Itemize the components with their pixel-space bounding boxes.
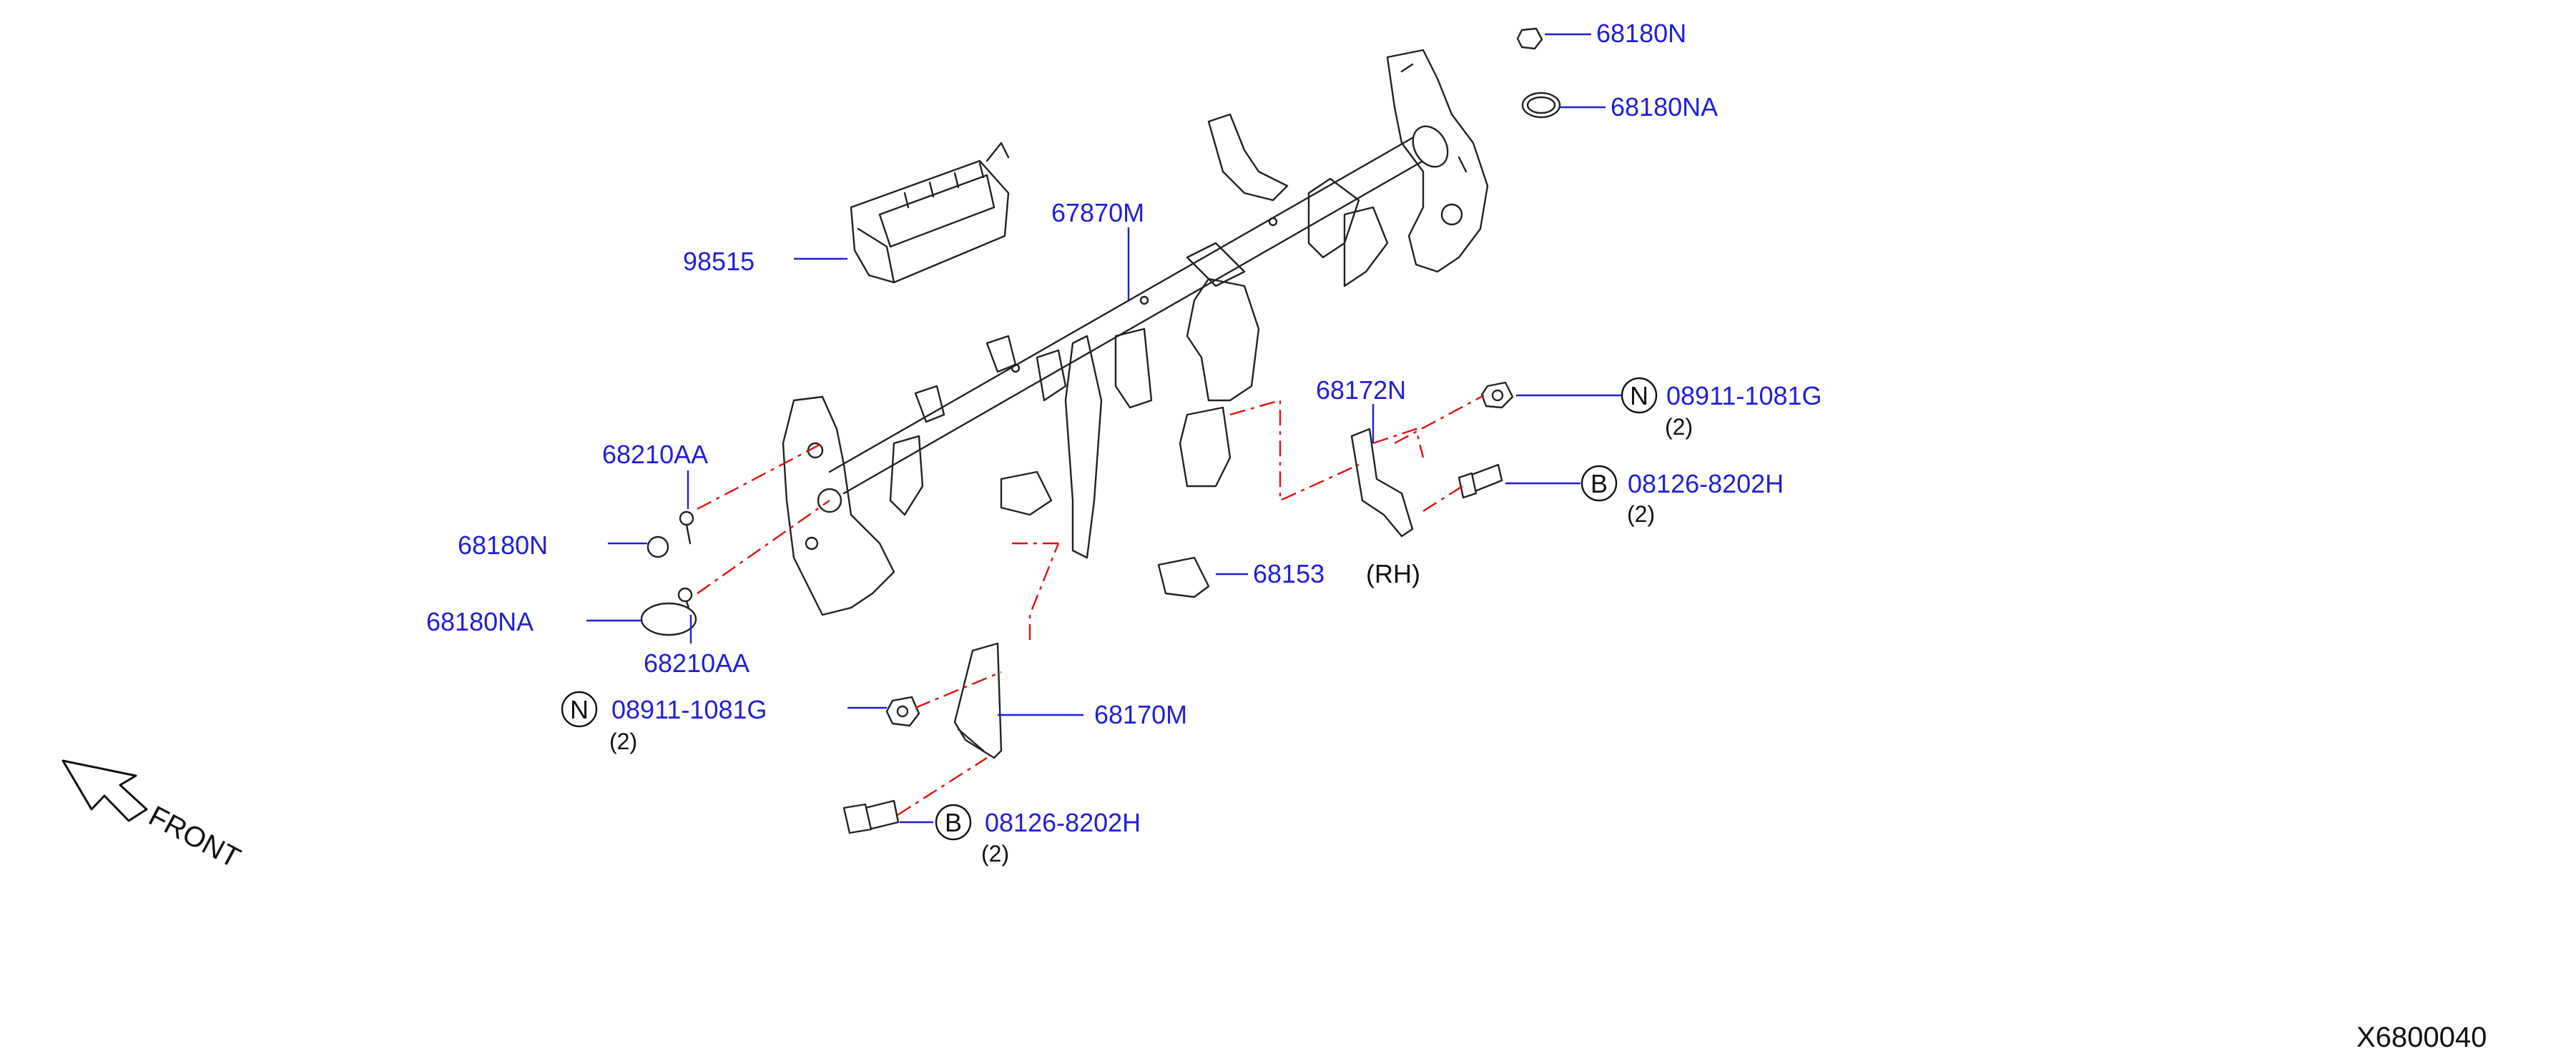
diagram-code: X6800040 xyxy=(2356,1022,2487,1053)
fastener-symbol: B xyxy=(945,808,962,837)
callout-68172N: 68172N xyxy=(1316,375,1406,405)
callout-68170M: 68170M xyxy=(1094,700,1187,729)
cap-68180NA-left-part xyxy=(640,602,697,636)
symbol-b-circle xyxy=(1580,465,1618,502)
callout-68180N: 68180N xyxy=(1596,19,1686,48)
fastener-bolt-left: B 08126-8202H (2) xyxy=(935,804,1141,867)
symbol-n-circle xyxy=(561,691,598,728)
airbag-module-98515 xyxy=(850,142,1010,284)
symbol-n-circle xyxy=(1621,377,1658,414)
nut-left-partial-part xyxy=(647,536,669,558)
callout-68180N-left: 68180N xyxy=(458,530,548,560)
bracket-68172N-part xyxy=(1350,428,1414,538)
fastener-qty: (2) xyxy=(609,729,637,754)
front-arrow-icon xyxy=(62,759,148,822)
cap-68180NA-top-part xyxy=(1521,92,1561,119)
fastener-symbol: N xyxy=(570,695,589,724)
side-note-rh: (RH) xyxy=(1366,559,1420,588)
fastener-nut-right: N 08911-1081G (2) xyxy=(1621,377,1822,440)
fastener-part-number: 08126-8202H xyxy=(1628,469,1784,498)
nut-68180N-part xyxy=(1516,27,1543,50)
bolt-left-part xyxy=(842,799,900,834)
callout-68180NA-top: 68180NA xyxy=(1611,92,1718,122)
bracket-68170M-part xyxy=(953,642,1003,759)
fastener-part-number: 08911-1081G xyxy=(611,695,767,724)
bracket-68153-part xyxy=(1157,556,1210,598)
bolt-right-part xyxy=(1457,463,1503,499)
callout-68210AA-bottom: 68210AA xyxy=(644,648,749,678)
front-label: FRONT xyxy=(144,800,245,874)
fastener-nut-left: N 08911-1081G (2) xyxy=(561,691,767,754)
callout-67870M: 67870M xyxy=(1051,198,1144,227)
callout-98515: 98515 xyxy=(683,247,754,276)
symbol-b-circle xyxy=(935,804,972,841)
fastener-part-number: 08911-1081G xyxy=(1666,381,1822,410)
assembly-lines xyxy=(697,394,1485,816)
fastener-symbol: N xyxy=(1630,381,1648,410)
leader-lines xyxy=(586,33,1623,824)
fastener-qty: (2) xyxy=(1665,414,1693,440)
callout-68153: 68153 xyxy=(1253,559,1324,588)
nut-right-part xyxy=(1480,381,1514,409)
clip-68210AA-top-part xyxy=(679,510,694,545)
front-direction-indicator: FRONT xyxy=(62,759,245,874)
fastener-qty: (2) xyxy=(981,841,1009,867)
callout-68210AA-top: 68210AA xyxy=(602,440,708,469)
nut-left-part xyxy=(885,696,920,727)
fastener-part-number: 08126-8202H xyxy=(985,808,1141,837)
fastener-symbol: B xyxy=(1591,469,1608,498)
callout-68180NA-left: 68180NA xyxy=(426,607,534,636)
fastener-bolt-right: B 08126-8202H (2) xyxy=(1580,465,1784,527)
steering-member-67870M xyxy=(782,49,1489,616)
fastener-qty: (2) xyxy=(1627,501,1655,527)
